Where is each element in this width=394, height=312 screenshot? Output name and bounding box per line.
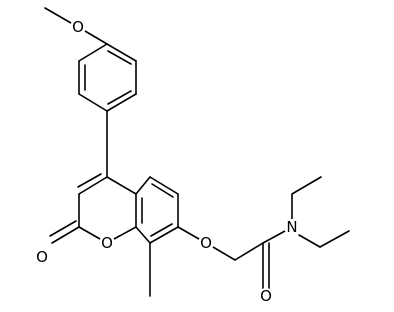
atom-label-carbonyl-o: O <box>36 248 48 266</box>
bond-ethyl2-ch3 <box>319 230 350 248</box>
atom-label-amide-n: N <box>286 218 297 236</box>
bond-p3-p4 <box>106 93 137 112</box>
bond-c4-c3 <box>78 176 108 195</box>
ether-oxygen: O <box>198 234 214 252</box>
bond-network <box>44 7 350 297</box>
bond-c2-o-exo-b <box>49 220 77 237</box>
bond-c7-c8 <box>149 226 179 244</box>
bond-p3-p4-inner <box>107 90 132 105</box>
bond-c2-o-exo-a <box>51 226 80 244</box>
bond-methoxy-ring <box>84 30 108 45</box>
bond-carbonyl-n <box>262 230 286 244</box>
atom-labels: O O O O N O <box>34 18 300 305</box>
bond-methyl-methoxy <box>44 7 72 24</box>
bond-c4-c3-inner <box>77 173 102 188</box>
atom-label-ring-o: O <box>101 234 113 252</box>
atom-label-methoxy-o: O <box>72 18 84 36</box>
bond-c7-c8-inner <box>150 223 173 237</box>
atom-label-amide-o: O <box>260 287 272 305</box>
methoxy-oxygen: O <box>70 18 86 36</box>
amide-nitrogen: N <box>284 218 300 236</box>
bond-ether-o-ch2 <box>212 246 236 261</box>
bond-c5-c6 <box>149 176 179 195</box>
bond-p4-p5 <box>78 93 108 112</box>
bond-p1-p2-inner <box>107 50 132 65</box>
bond-ethyl1-ch3 <box>291 176 322 195</box>
bond-p6-p1 <box>78 43 108 62</box>
bond-c8-c8a <box>135 226 151 244</box>
bond-ch2-carbonyl <box>234 242 264 261</box>
bond-c4a-c4 <box>106 176 137 195</box>
bond-c5-c6-inner <box>151 183 174 198</box>
bond-c7-ether-o <box>177 226 200 240</box>
bond-ring-o-c8a <box>113 226 137 240</box>
atom-label-ether-o: O <box>200 234 212 252</box>
lactone-carbonyl-oxygen: O <box>34 248 50 266</box>
amide-oxygen: O <box>258 287 274 305</box>
ring-oxygen: O <box>99 234 115 252</box>
bond-n-ethyl2 <box>298 234 321 248</box>
bond-p1-p2 <box>106 43 137 62</box>
bond-c2-ring-o <box>78 226 101 240</box>
bond-c4a-c5 <box>135 176 151 195</box>
